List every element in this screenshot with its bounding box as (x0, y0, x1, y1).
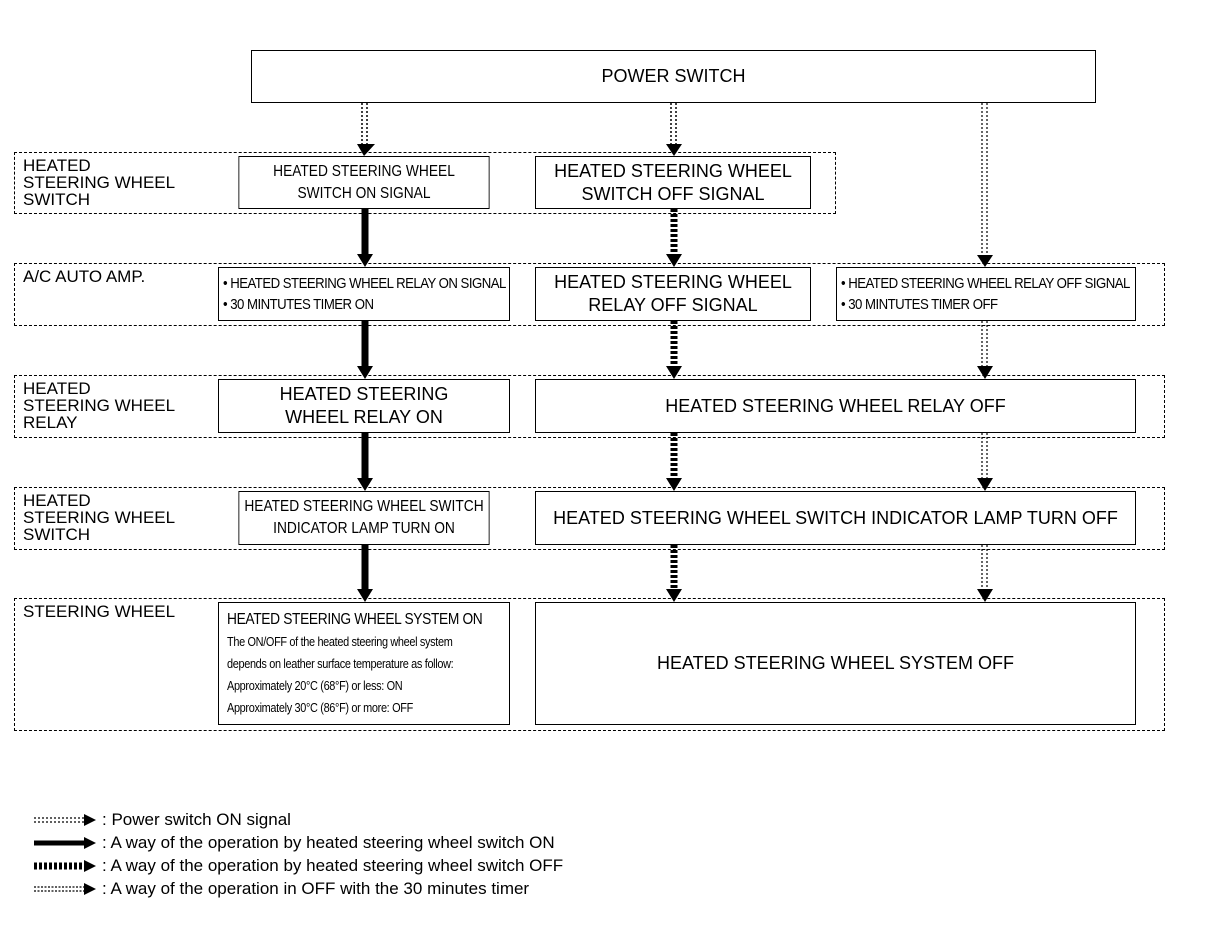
row-ac-auto-amp: A/C AUTO AMP. (14, 263, 1165, 326)
row-label-relay: HEATED STEERING WHEEL RELAY (23, 379, 176, 432)
arrow-power-left (357, 103, 375, 156)
legend-timer-arrow-icon (34, 882, 96, 895)
arrows-switch-on (357, 209, 373, 602)
power-switch-box: POWER SWITCH (251, 50, 1096, 103)
arrow-power-right (977, 103, 993, 267)
legend-power-arrow-icon (34, 813, 96, 826)
row-switch-1: HEATED STEERING WHEEL SWITCH (14, 152, 836, 214)
legend: : Power switch ON signal : A way of the … (34, 808, 563, 900)
legend-off-arrow-icon (34, 859, 96, 872)
legend-item-power: : Power switch ON signal (34, 808, 563, 831)
arrows-switch-off (666, 209, 682, 602)
row-steering-wheel: STEERING WHEEL (14, 598, 1165, 731)
legend-item-on: : A way of the operation by heated steer… (34, 831, 563, 854)
arrow-power-mid (666, 103, 682, 156)
switch-on-signal-box: HEATED STEERING WHEEL SWITCH ON SIGNAL (238, 156, 490, 209)
amp-relay-off-signal-box: HEATED STEERING WHEEL RELAY OFF SIGNAL (535, 267, 811, 321)
system-on-box: HEATED STEERING WHEEL SYSTEM ON The ON/O… (218, 602, 510, 725)
amp-relay-off-timer-box: • HEATED STEERING WHEEL RELAY OFF SIGNAL… (836, 267, 1136, 321)
legend-item-off: : A way of the operation by heated steer… (34, 854, 563, 877)
system-off-box: HEATED STEERING WHEEL SYSTEM OFF (535, 602, 1136, 725)
row-label-ac-auto-amp: A/C AUTO AMP. (23, 267, 146, 286)
row-relay: HEATED STEERING WHEEL RELAY (14, 375, 1165, 438)
row-label-steering-wheel: STEERING WHEEL (23, 602, 176, 621)
row-switch-2: HEATED STEERING WHEEL SWITCH (14, 487, 1165, 550)
arrows-timer-off (977, 321, 993, 602)
amp-relay-on-box: • HEATED STEERING WHEEL RELAY ON SIGNAL … (218, 267, 510, 321)
switch-off-signal-box: HEATED STEERING WHEEL SWITCH OFF SIGNAL (535, 156, 811, 209)
legend-on-arrow-icon (34, 836, 96, 849)
legend-item-timer: : A way of the operation in OFF with the… (34, 877, 563, 900)
lamp-turn-off-box: HEATED STEERING WHEEL SWITCH INDICATOR L… (535, 491, 1136, 545)
row-label-switch-2: HEATED STEERING WHEEL SWITCH (23, 491, 176, 544)
relay-off-box: HEATED STEERING WHEEL RELAY OFF (535, 379, 1136, 433)
row-label-switch-1: HEATED STEERING WHEEL SWITCH (23, 156, 176, 209)
relay-on-box: HEATED STEERING WHEEL RELAY ON (218, 379, 510, 433)
lamp-turn-on-box: HEATED STEERING WHEEL SWITCH INDICATOR L… (238, 491, 490, 545)
